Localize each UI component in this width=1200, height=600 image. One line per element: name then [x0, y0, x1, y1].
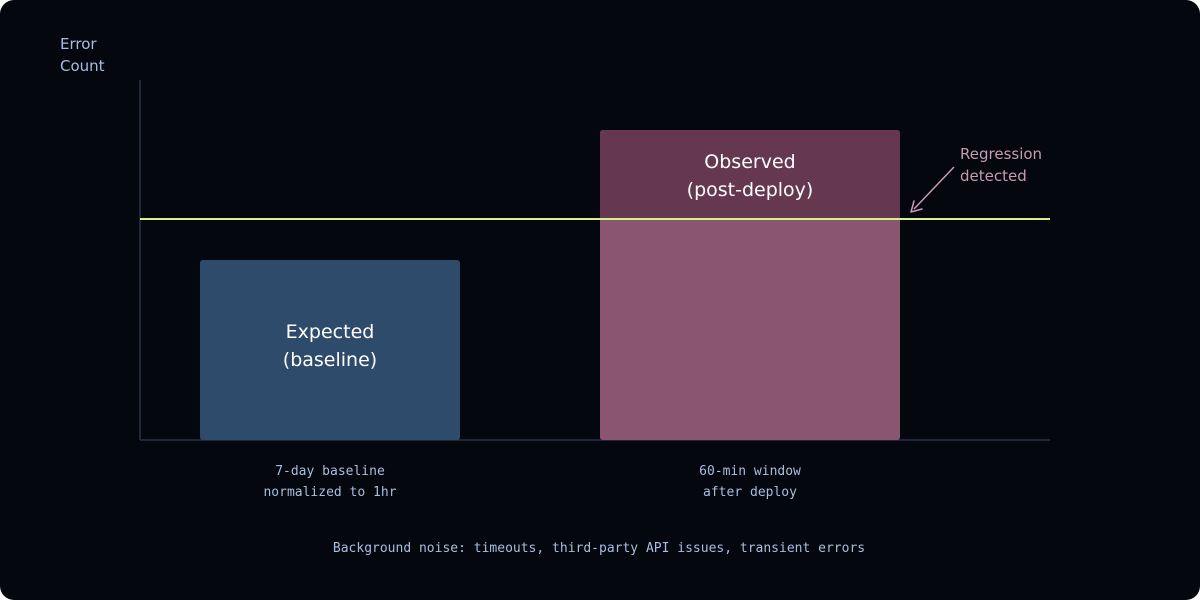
expected-caption-line1: 7-day baseline — [275, 464, 385, 479]
y-axis-label-line2: Count — [60, 57, 105, 75]
observed-caption-line1: 60-min window — [699, 464, 801, 479]
expected-caption-line2: normalized to 1hr — [263, 485, 396, 500]
expected-bar-label-line1: Expected — [286, 321, 375, 343]
expected-bar-label-line2: (baseline) — [283, 349, 377, 371]
expected-baseline-bar — [200, 260, 460, 440]
observed-bar-label-line2: (post-deploy) — [687, 179, 814, 201]
regression-annotation-line1: Regression — [960, 145, 1042, 163]
observed-bar-label-line1: Observed — [704, 151, 795, 173]
y-axis-label-line1: Error — [60, 35, 97, 53]
observed-post-deploy-bar — [600, 130, 900, 440]
regression-arrow-icon — [910, 166, 955, 213]
observed-bar-above-threshold-fill — [600, 134, 900, 219]
background-noise-footnote: Background noise: timeouts, third-party … — [333, 541, 865, 556]
regression-annotation-line2: detected — [960, 167, 1027, 185]
observed-caption-line2: after deploy — [703, 485, 797, 500]
